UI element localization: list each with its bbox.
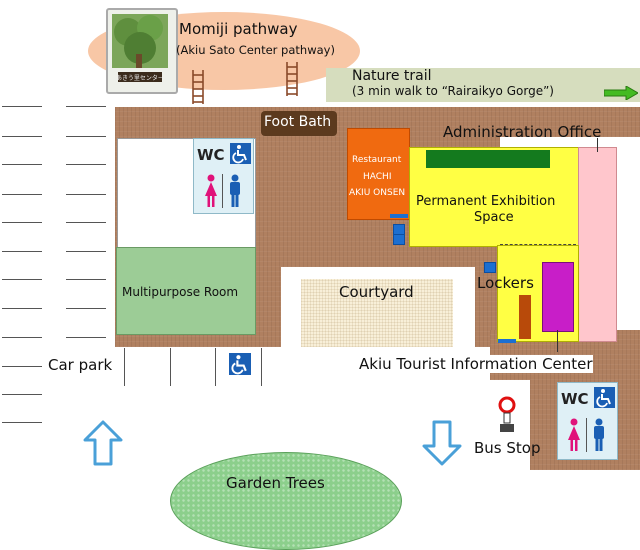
tourist-info-label: Akiu Tourist Information Center: [359, 355, 593, 373]
restaurant-hachi: [347, 128, 410, 220]
administration-office: [578, 147, 617, 342]
wc-upper-label: WC: [197, 146, 225, 164]
female-toilet-icon: [205, 174, 217, 207]
lockers-label: Lockers: [477, 274, 534, 292]
nature-trail-title: Nature trail: [352, 68, 432, 84]
exhibition-dashed-divider: [500, 244, 576, 245]
green-arrow-right-icon: [604, 86, 638, 100]
svg-text:あきう里センター: あきう里センター: [116, 74, 164, 82]
exhibition-panel: [426, 150, 550, 168]
ladder-icon: [286, 62, 298, 96]
wc-lower-label: WC: [561, 390, 589, 408]
restaurant-label-line1: Restaurant: [352, 155, 402, 165]
nature-trail-subtitle: (3 min walk to “Rairaikyo Gorge”): [352, 84, 554, 98]
up-arrow-icon: [83, 420, 123, 466]
restaurant-label-line3: AKIU ONSEN: [349, 188, 406, 198]
courtyard: [301, 279, 453, 347]
door-arrow-icon: [484, 262, 496, 273]
multipurpose-room-label: Multipurpose Room: [122, 285, 239, 299]
wheelchair-icon: [230, 143, 251, 164]
info-leader-line: [557, 330, 558, 352]
building-floor-top: [115, 107, 640, 137]
bus-stop-label: Bus Stop: [474, 439, 541, 457]
tree-photo-icon: あきう里センター: [106, 8, 178, 94]
wheelchair-icon: [594, 387, 615, 408]
courtyard-label: Courtyard: [339, 283, 414, 301]
admin-leader-line: [597, 138, 598, 152]
administration-office-label: Administration Office: [443, 123, 602, 141]
door-arrow-icon: [393, 234, 405, 245]
entrance-marker: [498, 339, 516, 343]
nature-trail-band: [326, 68, 640, 102]
momiji-pathway-subtitle: (Akiu Sato Center pathway): [176, 43, 335, 57]
foot-bath-label: Foot Bath: [264, 114, 332, 130]
garden-trees: [170, 452, 402, 550]
exhibition-label-line2: Space: [474, 210, 514, 225]
lockers-unit: [519, 295, 531, 339]
lockers-display: [542, 262, 574, 332]
multipurpose-room: [116, 247, 256, 335]
garden-trees-label: Garden Trees: [226, 474, 325, 492]
wheelchair-icon: [229, 353, 251, 375]
momiji-pathway-title: Momiji pathway: [179, 20, 298, 38]
exhibition-label-line1: Permanent Exhibition: [416, 194, 556, 209]
toilet-divider: [586, 418, 587, 452]
ladder-icon: [192, 70, 204, 104]
male-toilet-icon: [230, 174, 240, 207]
male-toilet-icon: [594, 418, 604, 451]
entrance-marker: [390, 214, 408, 218]
toilet-divider: [222, 174, 223, 208]
restaurant-label-line2: HACHI: [363, 172, 392, 182]
bus-stop-sign-icon: [498, 396, 516, 432]
down-arrow-icon: [422, 420, 462, 466]
foot-bath: [261, 111, 337, 136]
car-park-label: Car park: [48, 356, 113, 374]
female-toilet-icon: [568, 418, 580, 451]
